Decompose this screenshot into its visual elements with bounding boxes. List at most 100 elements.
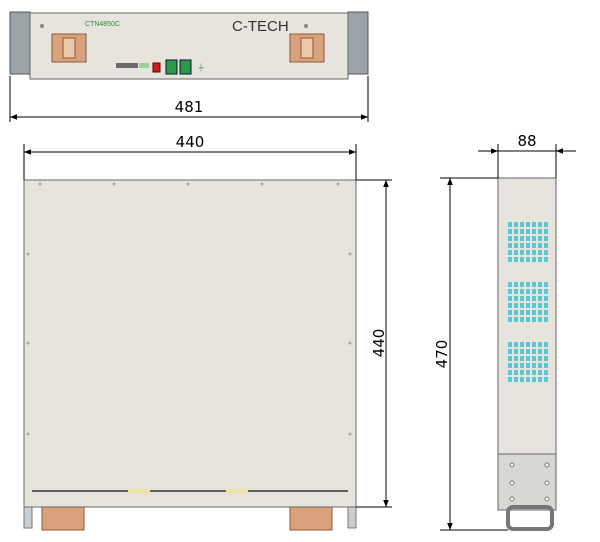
- front-view: CTN4850C C-TECH ⏚: [9, 11, 369, 80]
- vent-slot: [538, 349, 542, 354]
- side-view: [497, 177, 557, 531]
- led-strip: [116, 63, 138, 68]
- vent-slot: [514, 363, 518, 368]
- vent-slot: [538, 257, 542, 262]
- vent-slot: [532, 243, 536, 248]
- dimension-body-depth: 440: [356, 179, 392, 508]
- vent-slot: [508, 377, 512, 382]
- top-panel: [23, 179, 357, 508]
- vent-slot: [526, 282, 530, 287]
- vent-slot: [544, 310, 548, 315]
- vent-slot: [520, 289, 524, 294]
- vent-slot: [514, 222, 518, 227]
- vent-slot: [514, 377, 518, 382]
- vent-slot: [538, 377, 542, 382]
- vent-slot: [544, 289, 548, 294]
- vent-slot: [520, 250, 524, 255]
- vent-slot: [508, 303, 512, 308]
- rack-width-label: 481: [175, 98, 204, 116]
- vent-slot: [508, 317, 512, 322]
- dimension-rack-width: 481: [9, 76, 369, 122]
- rear-handle: [506, 505, 554, 531]
- vent-slot: [526, 222, 530, 227]
- ground-icon: ⏚: [197, 63, 205, 72]
- vent-slot: [526, 243, 530, 248]
- vent-slot: [526, 250, 530, 255]
- vent-slot: [520, 303, 524, 308]
- vent-slot: [514, 282, 518, 287]
- vent-slot: [508, 257, 512, 262]
- left-rack-ear: [9, 11, 31, 75]
- vent-slot: [514, 370, 518, 375]
- vent-slot: [538, 243, 542, 248]
- vent-slot: [544, 349, 548, 354]
- vent-slot: [514, 236, 518, 241]
- screw-icon: [40, 24, 44, 28]
- vent-slot: [526, 342, 530, 347]
- vent-slot: [526, 377, 530, 382]
- vent-slot: [532, 236, 536, 241]
- rear-screws: [509, 462, 550, 502]
- vent-slot: [544, 377, 548, 382]
- vent-slot: [538, 222, 542, 227]
- vent-slot: [520, 370, 524, 375]
- vent-slot: [544, 317, 548, 322]
- vent-slot: [520, 363, 524, 368]
- vent-slot: [532, 222, 536, 227]
- vent-slot: [526, 289, 530, 294]
- vent-slot: [538, 363, 542, 368]
- connector-2: [179, 59, 192, 75]
- vent-slot: [508, 250, 512, 255]
- vent-slot: [508, 363, 512, 368]
- vent-slot: [532, 310, 536, 315]
- vent-slot: [544, 356, 548, 361]
- vent-slot: [520, 257, 524, 262]
- vent-slot: [526, 257, 530, 262]
- vent-slot: [520, 356, 524, 361]
- vent-slot: [514, 310, 518, 315]
- vent-slot: [520, 282, 524, 287]
- vent-slot: [508, 349, 512, 354]
- vent-slot: [508, 282, 512, 287]
- vent-slot: [544, 370, 548, 375]
- vent-slot: [514, 229, 518, 234]
- body-width-label: 440: [176, 133, 205, 151]
- power-switch: [152, 62, 161, 73]
- vent-slot: [508, 310, 512, 315]
- left-mount-tab: [41, 505, 85, 531]
- vent-slot: [532, 296, 536, 301]
- vent-slot: [544, 296, 548, 301]
- vent-slot: [508, 222, 512, 227]
- vent-slot: [520, 222, 524, 227]
- dimension-height: 88: [478, 132, 576, 178]
- vent-slot: [514, 296, 518, 301]
- vent-slot: [526, 363, 530, 368]
- vent-slot: [532, 289, 536, 294]
- vent-slot: [514, 289, 518, 294]
- vent-slot: [538, 282, 542, 287]
- right-handle-plate: [289, 33, 325, 63]
- vent-slot: [520, 317, 524, 322]
- vent-slot: [532, 257, 536, 262]
- top-view: [23, 179, 357, 531]
- vent-slot: [508, 243, 512, 248]
- vent-slot: [526, 229, 530, 234]
- vent-slot: [526, 236, 530, 241]
- vent-slot: [526, 317, 530, 322]
- vent-slot: [514, 243, 518, 248]
- vent-slot: [520, 243, 524, 248]
- vent-slot: [544, 236, 548, 241]
- vent-slot: [538, 356, 542, 361]
- vent-slot: [520, 342, 524, 347]
- connector-1: [165, 59, 178, 75]
- vent-slot: [538, 296, 542, 301]
- side-depth-label: 470: [433, 340, 451, 369]
- vent-slot: [544, 243, 548, 248]
- vent-slot: [532, 377, 536, 382]
- vent-slot: [514, 317, 518, 322]
- body-depth-label: 440: [370, 329, 388, 358]
- vent-slot: [544, 222, 548, 227]
- vent-slot: [520, 229, 524, 234]
- vent-slot: [514, 342, 518, 347]
- vent-slot: [508, 356, 512, 361]
